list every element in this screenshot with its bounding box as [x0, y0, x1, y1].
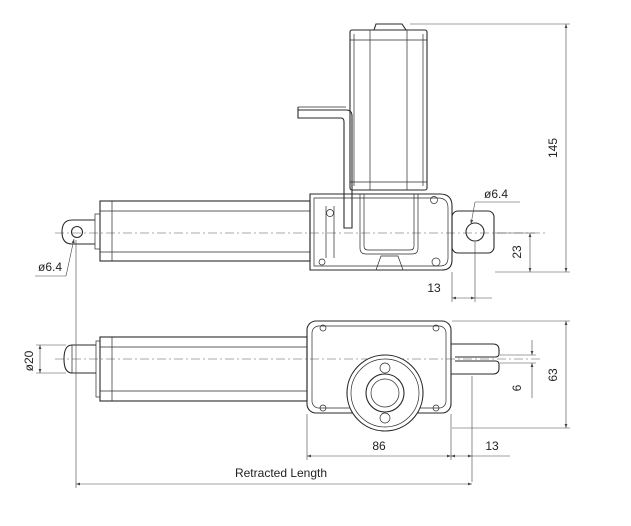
dim-13-top-label: 13 [427, 281, 441, 295]
power-cable [297, 106, 353, 229]
rear-clevis-fork [451, 343, 500, 375]
outer-tube [94, 200, 311, 262]
outer-tube-top [95, 336, 308, 402]
hole-left-label: ø6.4 [38, 260, 62, 274]
side-view: 145 23 ø6.4 ø6.4 13 [35, 23, 570, 302]
dim-clevis-length [451, 376, 510, 482]
dim-tube-diameter [36, 344, 66, 374]
top-view: ø20 63 6 86 13 [22, 240, 570, 488]
dim-tube-diameter-label: ø20 [22, 350, 36, 371]
dim-height-total [410, 23, 570, 273]
dim-6-label: 6 [510, 384, 524, 391]
front-rod-eye [61, 219, 95, 245]
retracted-length-label: Retracted Length [235, 466, 327, 480]
dim-eye-offset [495, 232, 535, 272]
dim-13-bottom-label: 13 [485, 439, 499, 453]
leader-hole-right [470, 201, 520, 225]
rod-end-top [63, 344, 96, 374]
leader-hole-left [35, 238, 75, 277]
gearbox-housing [309, 193, 453, 271]
dim-housing-width [452, 320, 570, 429]
hole-right-label: ø6.4 [484, 187, 508, 201]
dim-clevis-slot [500, 340, 536, 398]
dim-eye-width [451, 242, 492, 302]
dim-gearbox-length [306, 414, 452, 460]
motor [349, 23, 428, 191]
dim-63-label: 63 [546, 368, 560, 382]
rear-clevis-eye [451, 210, 495, 254]
dim-23-label: 23 [510, 245, 524, 259]
dim-145-label: 145 [546, 138, 560, 158]
dim-retracted-length [75, 240, 472, 488]
dim-86-label: 86 [372, 439, 386, 453]
gear-boss [346, 354, 424, 432]
